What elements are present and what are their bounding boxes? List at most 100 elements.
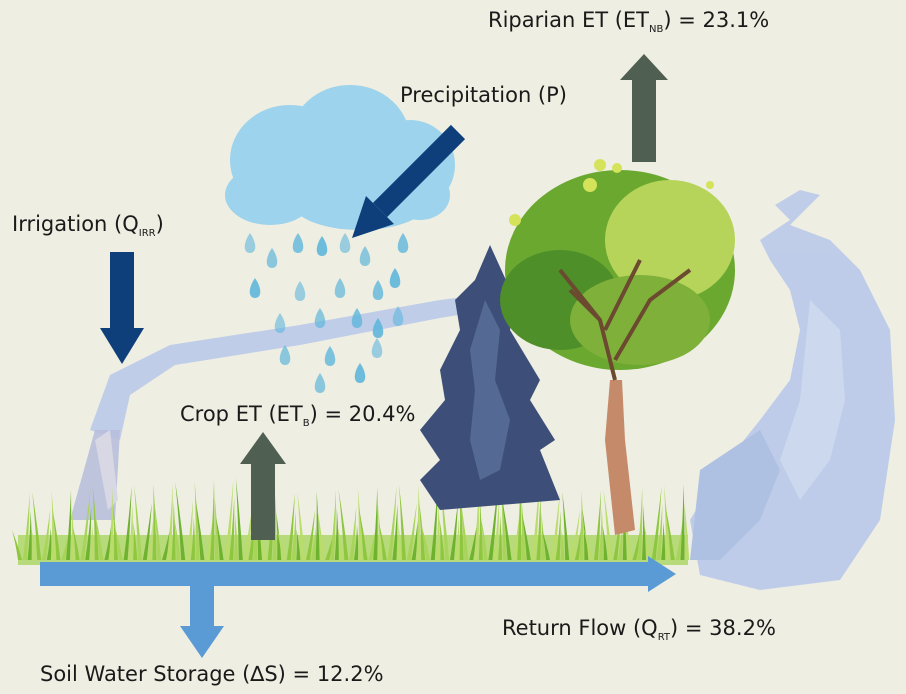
grass-blade	[430, 483, 438, 560]
grass-blade	[357, 488, 363, 560]
grass-blade	[66, 490, 72, 560]
grass-blade	[512, 514, 520, 560]
grass-blade	[521, 513, 531, 560]
grass-blade	[93, 506, 104, 560]
grass-blade	[190, 518, 195, 560]
grass-blade	[378, 523, 387, 560]
grass-blade	[642, 505, 646, 560]
grass-blade	[632, 524, 642, 560]
grass-blade	[104, 524, 112, 560]
crop-et-tail: ) = 20.4%	[309, 402, 416, 426]
grass-blade	[550, 493, 560, 560]
grass-blade	[450, 500, 458, 560]
grass-blade	[31, 529, 37, 560]
river	[690, 190, 895, 590]
raindrop	[314, 373, 326, 393]
grass-blade	[248, 514, 255, 560]
grass-blade	[162, 520, 172, 560]
grass-blade	[128, 504, 133, 560]
grass-blade	[618, 525, 623, 560]
grass-blade	[337, 526, 344, 560]
return-flow-text: Return Flow (Q	[502, 616, 658, 640]
grass-blade	[521, 495, 526, 560]
grass-blade	[416, 484, 421, 560]
raindrop	[359, 246, 371, 266]
grass-blade	[234, 515, 238, 560]
grass-blade	[72, 526, 80, 560]
grass-blade	[684, 502, 690, 560]
grass-blade	[664, 485, 670, 560]
grass-blade	[214, 498, 219, 560]
raindrop	[339, 233, 351, 253]
grass-blade	[480, 516, 488, 560]
grass-blade	[109, 487, 114, 560]
grass-blade	[349, 507, 357, 560]
raindrop	[249, 278, 261, 298]
grass-blade	[498, 515, 502, 560]
raindrop	[351, 308, 363, 328]
riparian-et-tail: ) = 23.1%	[663, 8, 770, 32]
raindrop	[244, 233, 256, 253]
grass-blade	[92, 488, 99, 560]
soil-storage-label: Soil Water Storage (∆S) = 12.2%	[40, 664, 384, 685]
grass-blade	[134, 485, 142, 560]
grass-blade	[330, 490, 336, 560]
grass-blade	[664, 503, 675, 560]
irrigation-text: Irrigation (Q	[12, 212, 139, 236]
grass-blade	[166, 483, 173, 560]
soil-storage-arrow	[180, 586, 224, 658]
raindrop	[371, 338, 383, 358]
grass-blade	[392, 504, 398, 560]
riparian-et-arrow	[620, 54, 668, 162]
precipitation-arrow	[352, 124, 466, 238]
return-flow-label: Return Flow (QRT) = 38.2%	[502, 616, 776, 643]
grass-blade	[501, 496, 512, 560]
grass-blade	[358, 506, 368, 560]
raindrop	[266, 248, 278, 268]
raindrops	[244, 233, 409, 393]
irrigation-label: Irrigation (QIRR)	[12, 212, 164, 239]
grass-blade	[675, 521, 683, 560]
grass-blade	[175, 482, 186, 560]
precipitation-text: Precipitation (P)	[400, 83, 567, 107]
grass-blade	[378, 505, 382, 560]
deciduous-tree	[500, 159, 735, 535]
grass-blade	[406, 503, 417, 560]
grass-blade	[310, 528, 316, 560]
raindrop	[314, 308, 326, 328]
grass-blade	[531, 476, 540, 560]
return-flow-sub: RT	[657, 632, 671, 643]
grass-blade	[235, 478, 243, 560]
grass-blade	[224, 479, 234, 560]
grass-blade	[142, 503, 152, 560]
grass-blade	[555, 511, 561, 560]
grass-blade	[154, 502, 162, 560]
return-flow-arrow	[40, 556, 676, 592]
grass-blade	[152, 484, 157, 560]
grass-blade	[27, 511, 32, 560]
grass-blade	[297, 492, 306, 560]
grass-blade	[542, 530, 550, 560]
grass-blade	[85, 507, 92, 560]
raindrop	[274, 313, 286, 333]
grass-blade	[493, 497, 500, 560]
crop-et-text: Crop ET (ET	[180, 402, 303, 426]
grass-blade	[113, 523, 123, 560]
grass-blade	[315, 491, 320, 560]
grass-blade	[651, 486, 662, 560]
grass-blade	[306, 510, 315, 560]
raindrop	[279, 345, 291, 365]
grass-blade	[80, 489, 91, 560]
grass-blade	[133, 522, 138, 560]
grass-blade	[296, 529, 301, 560]
grass-blade	[46, 528, 52, 560]
grass-blade	[90, 525, 94, 560]
grass-blade	[174, 519, 181, 560]
grass-blade	[195, 499, 205, 560]
raindrop	[372, 280, 384, 300]
irrigation-sub: IRR	[138, 228, 156, 239]
grass-blade	[42, 510, 50, 560]
raindrop	[324, 346, 336, 366]
grass-blade	[387, 486, 397, 560]
grass-blade	[229, 497, 235, 560]
